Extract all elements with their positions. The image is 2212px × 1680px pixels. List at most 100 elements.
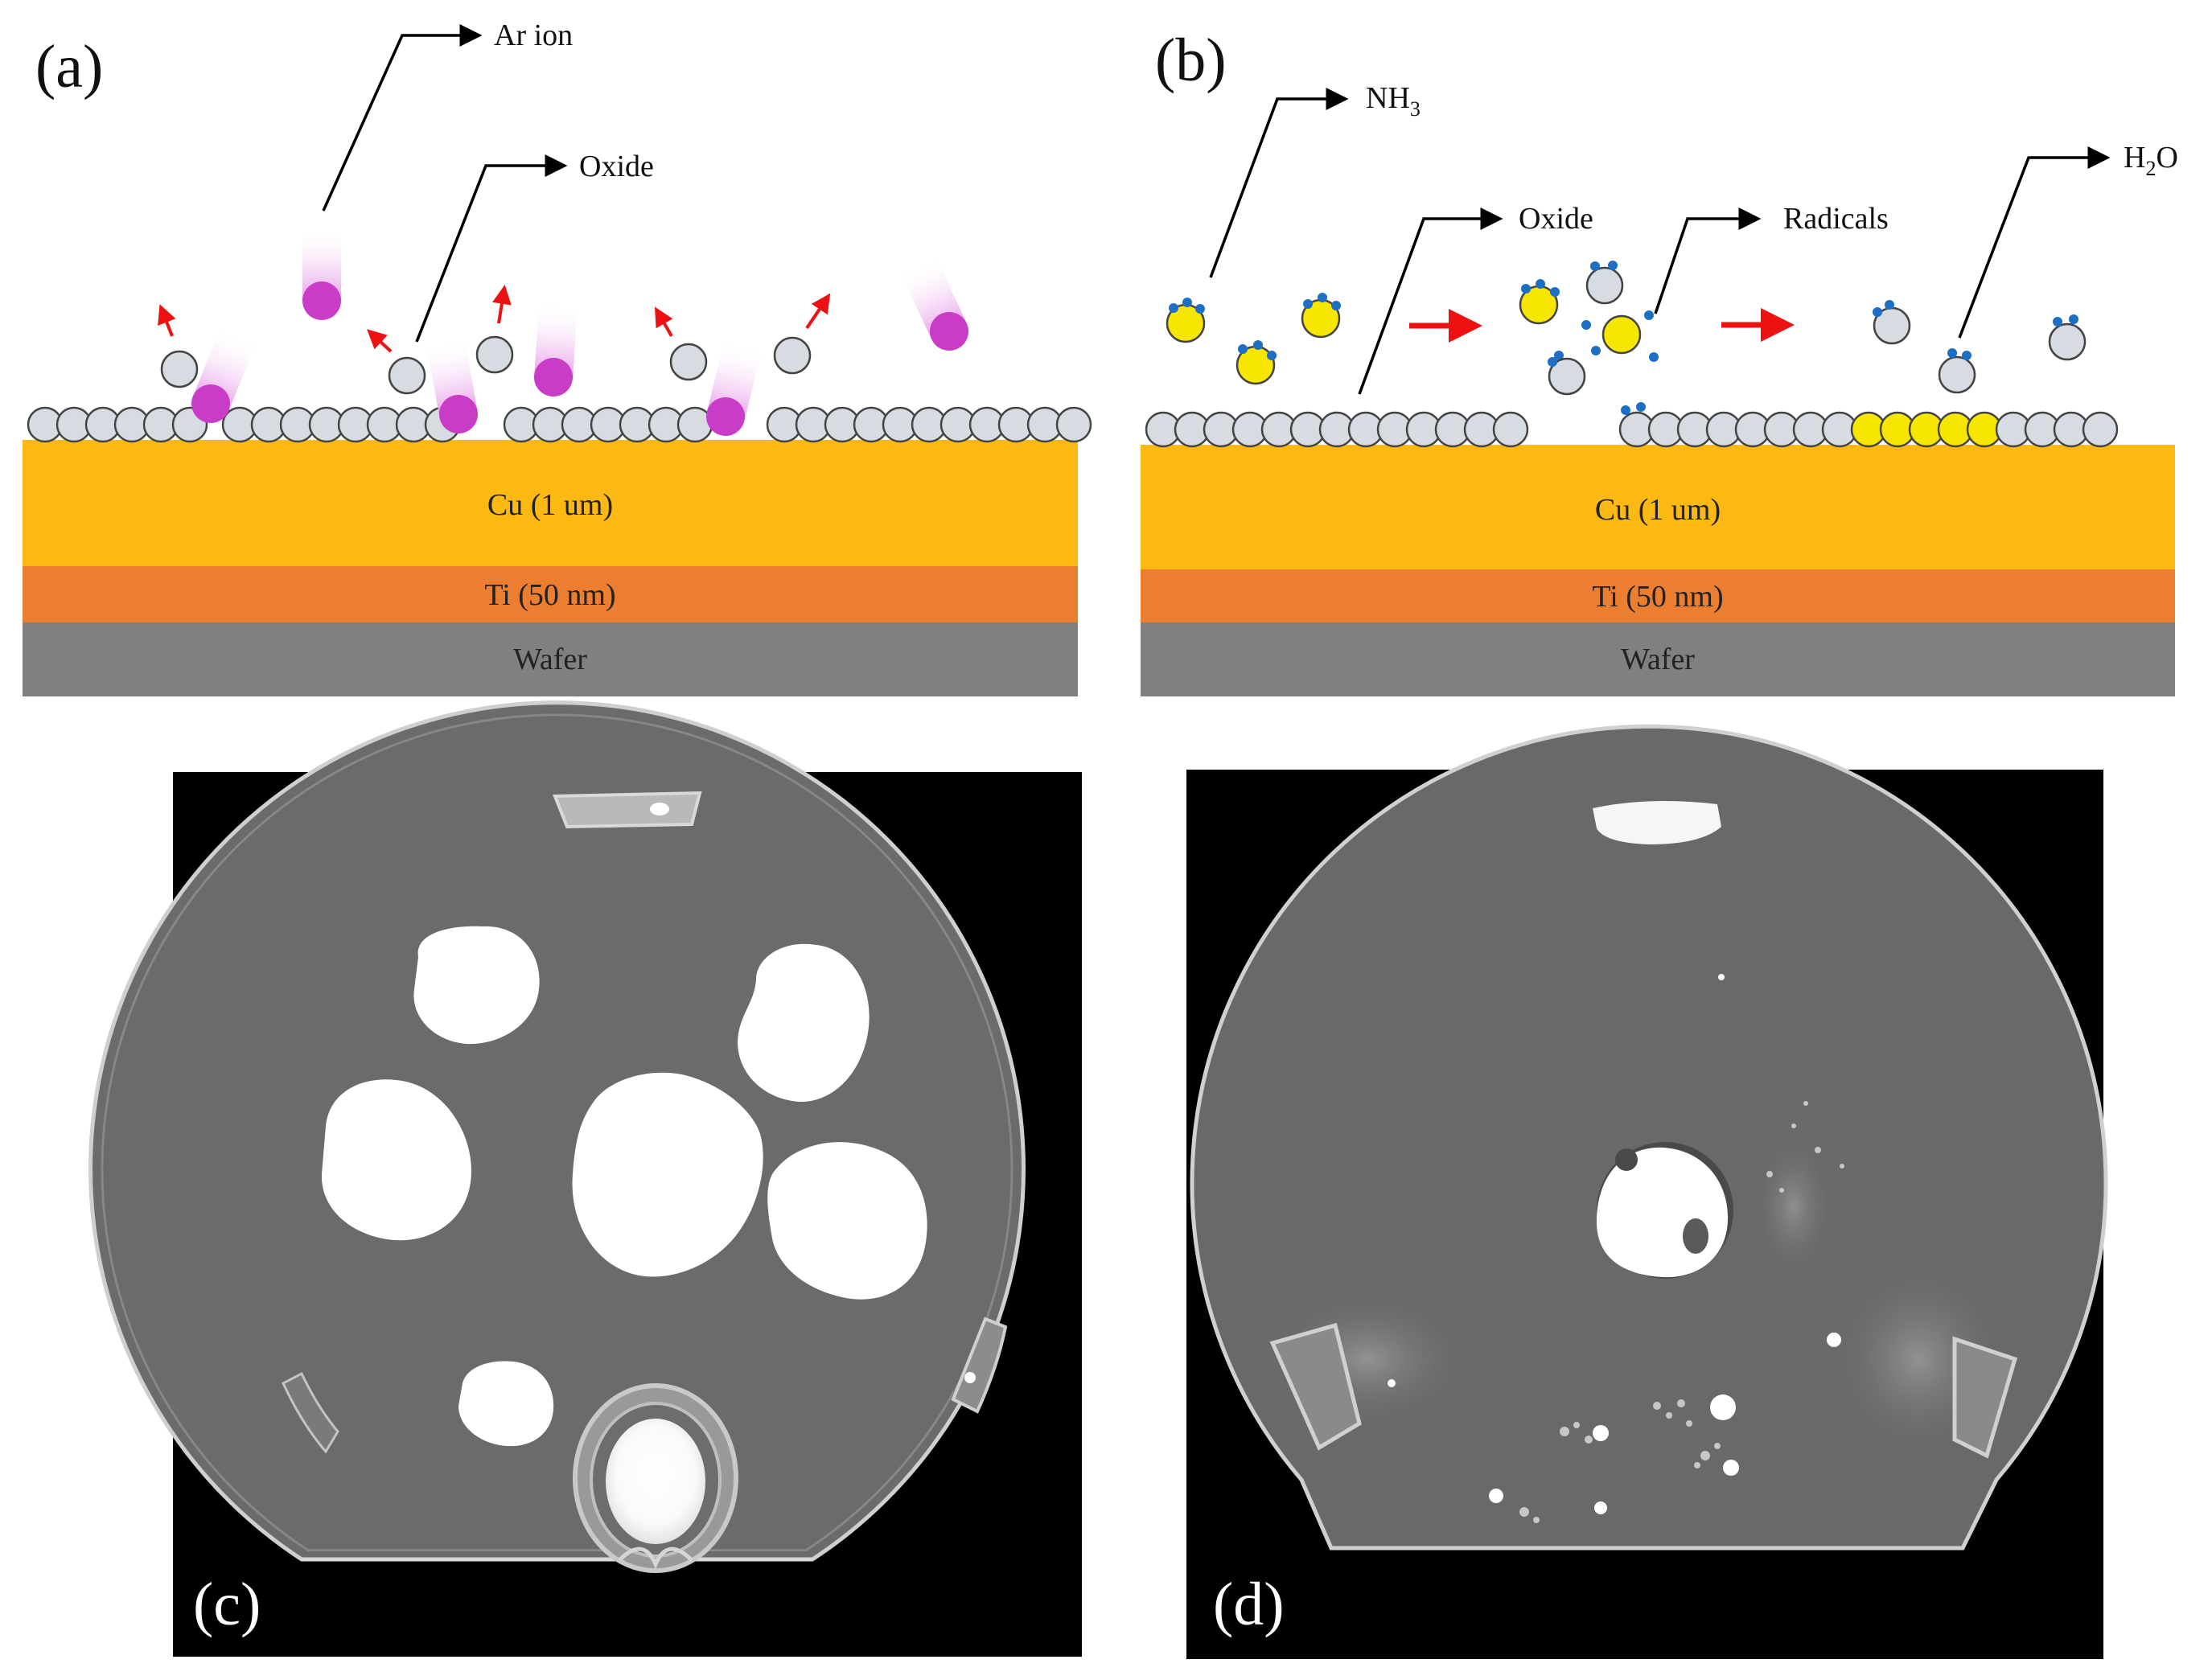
bonded-spot (767, 1142, 927, 1300)
nh3-molecule-icon (1519, 279, 1560, 325)
bonded-spot (738, 943, 870, 1102)
h2o-label-subscript: 2 (2145, 157, 2156, 180)
ti-layer-a (23, 566, 1078, 622)
ar-ion-icon (706, 339, 763, 436)
cu-layer-b (1141, 445, 2175, 569)
oxide-atom (1492, 411, 1529, 448)
callout-oxide-b: Oxide (1358, 202, 1593, 395)
red-ejection-arrow-icon (367, 329, 393, 353)
bonded-spots-c (321, 926, 927, 1447)
callout-radicals: Radicals (1654, 202, 1889, 314)
haze-region (1754, 1134, 1834, 1279)
nh3-label: NH3 (1366, 81, 1421, 121)
oxide-atom (475, 335, 514, 374)
ar-ion-label: Ar ion (494, 18, 573, 52)
edge-clamp-mark-d (1952, 1336, 2018, 1459)
oxide-atom (1548, 357, 1586, 396)
ar-ions-a (191, 227, 968, 436)
h2o-label-h: H (2124, 141, 2145, 175)
callout-h2o: H2O (1958, 141, 2178, 339)
red-ejection-arrow-icon (805, 293, 831, 330)
bonded-spot (458, 1361, 554, 1447)
wafer-layer-b (1141, 622, 2175, 696)
bright-speck (964, 1372, 976, 1383)
nh3-label-subscript: 3 (1410, 97, 1421, 121)
ti-layer-b (1141, 569, 2175, 622)
panel-d-photo: (d) (1186, 724, 2108, 1659)
nh3-label-main: NH (1366, 81, 1410, 115)
nh3-molecule-icon (1301, 293, 1341, 339)
callout-oxide-a: Oxide (415, 150, 654, 343)
oxide-atom (160, 350, 199, 388)
oxide-layer-a (27, 406, 1092, 443)
ejected-oxide-atoms-a (160, 335, 812, 395)
bonded-spot (572, 1072, 763, 1277)
ar-ion-icon (191, 327, 257, 423)
speckle-clusters-d (1519, 1101, 1844, 1523)
bonded-spot (321, 1079, 471, 1241)
panel-d-label: (d) (1213, 1571, 1285, 1638)
ar-ion-icon (534, 302, 578, 396)
ar-ion-icon (900, 256, 968, 351)
callout-arrow-icon (322, 24, 483, 212)
red-ejection-arrow-icon (158, 304, 176, 337)
bonded-spot (413, 926, 540, 1045)
nh3-molecule-icon (1166, 298, 1206, 343)
h2o-label: H2O (2124, 141, 2178, 180)
radicals-label: Radicals (1783, 202, 1889, 236)
center-notch-d (1615, 1148, 1638, 1171)
oxide-label-b: Oxide (1519, 202, 1593, 236)
flow-arrows-b (1409, 308, 1795, 343)
oxide-atom (1055, 406, 1092, 443)
center-void-d (1683, 1218, 1708, 1254)
edge-clamp-mark-c (951, 1316, 1008, 1414)
red-ejection-arrow-icon (655, 306, 673, 337)
oxide-atom (388, 356, 426, 395)
oxide-atom (669, 343, 708, 381)
edge-clamp-mark-d (1269, 1322, 1362, 1451)
ar-ion-icon (302, 227, 341, 320)
radical-dots (1554, 310, 1659, 362)
callout-nh3: NH3 (1209, 81, 1421, 278)
ejection-arrows-a (158, 285, 831, 353)
oxide-atom (2048, 314, 2087, 361)
oxide-atom (1585, 261, 1624, 305)
wafer-label-a: Wafer (513, 643, 587, 676)
bright-specks-d (1388, 974, 1841, 1514)
oxide-label-a: Oxide (579, 150, 654, 183)
oxide-atom (773, 336, 812, 375)
wafer-inner-ring-c (101, 713, 1013, 1552)
callout-arrow-icon (415, 154, 568, 343)
panel-c-photo: (c) (88, 700, 1082, 1657)
edge-clamp-mark-c (282, 1371, 339, 1454)
callout-arrow-icon (1654, 207, 1762, 314)
ti-label-a: Ti (50 nm) (484, 578, 615, 612)
wafer-label-b: Wafer (1621, 643, 1695, 676)
ti-label-b: Ti (50 nm) (1592, 580, 1723, 614)
red-ejection-arrow-icon (492, 285, 512, 324)
panel-b-label: (b) (1155, 27, 1227, 94)
top-clamp-mark-d (1593, 801, 1721, 844)
callout-arrow-icon (1209, 88, 1349, 278)
panel-a: (a) Cu (1 um) Ti (50 nm) Wafer (23, 18, 1092, 696)
bottom-bright-spot-c (573, 1383, 738, 1573)
nh3-molecules (1166, 279, 1642, 385)
nh3-molecule-icon (1601, 314, 1642, 355)
oxide-atom (2082, 411, 2119, 448)
wafer-disc-c (88, 700, 1026, 1562)
nh3-molecule-icon (1236, 340, 1277, 385)
ar-ion-icon (426, 338, 478, 433)
cu-label-b: Cu (1 um) (1595, 493, 1721, 527)
cu-layer-a (23, 440, 1078, 566)
oxide-with-h-b (1548, 261, 2087, 415)
callout-arrow-icon (1358, 207, 1503, 395)
h2o-label-o: O (2156, 141, 2177, 175)
top-clamp-mark-c (553, 791, 702, 829)
oxide-layer-b (1145, 411, 2119, 448)
oxide-atom (1938, 348, 1976, 394)
panel-b: (b) Cu (1 um) Ti (50 nm) Wafer (1141, 27, 2178, 696)
wafer-layer-a (23, 622, 1078, 696)
callout-ar-ion: Ar ion (322, 18, 573, 212)
cu-label-a: Cu (1 um) (487, 488, 613, 522)
